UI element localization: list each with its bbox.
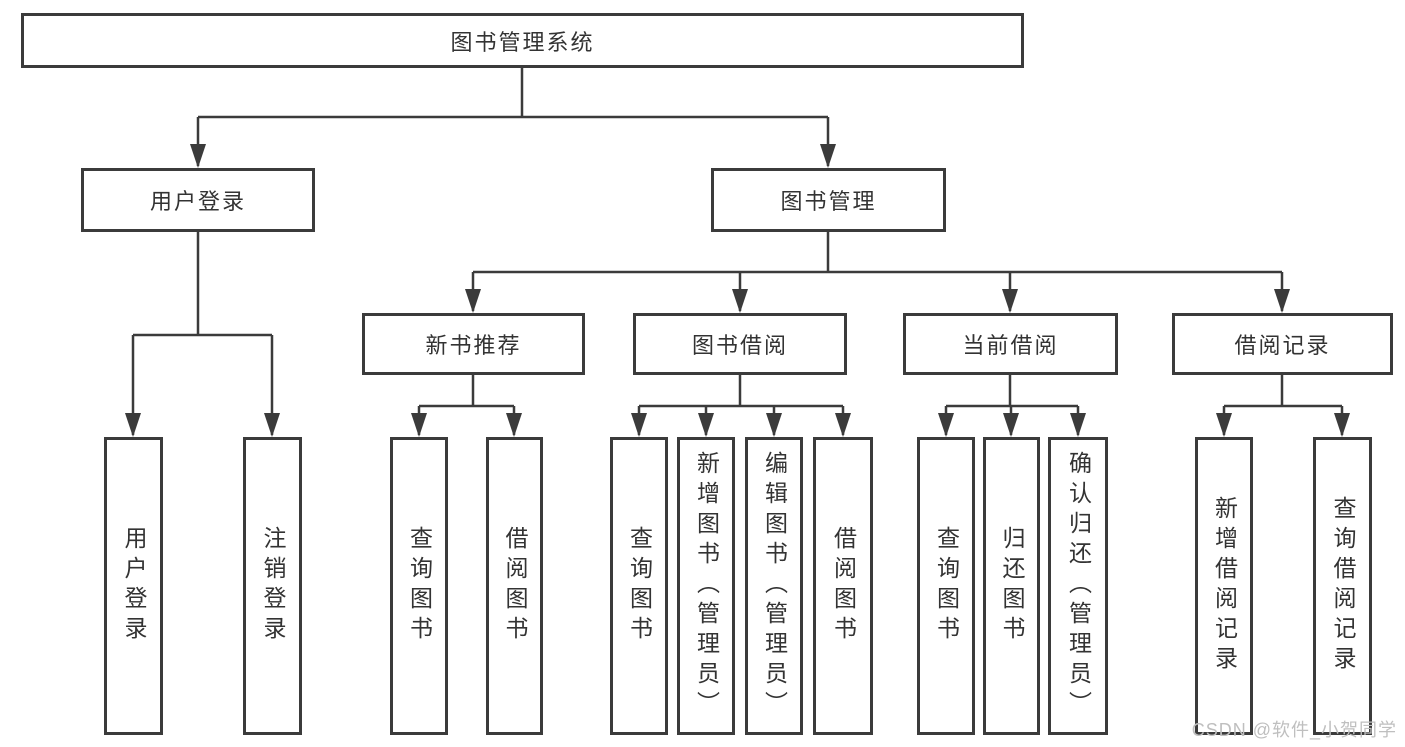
csdn-watermark: CSDN @软件_小贺同学 bbox=[1191, 720, 1397, 740]
node-label: 新增借阅记录 bbox=[1211, 496, 1238, 676]
node-label: 注销登录 bbox=[260, 526, 286, 646]
node-label: 编辑图书（管理员） bbox=[761, 451, 788, 721]
node-label: 查询图书 bbox=[626, 526, 653, 646]
node-label: 图书借阅 bbox=[691, 333, 788, 358]
node-label: 用户登录 bbox=[149, 189, 246, 214]
leaf-query-borrow-record: 查询借阅记录 bbox=[1313, 437, 1372, 735]
node-label: 借阅图书 bbox=[502, 526, 528, 646]
node-label: 借阅图书 bbox=[830, 526, 857, 646]
node-label: 查询借阅记录 bbox=[1330, 496, 1356, 676]
node-current-borrowing: 当前借阅 bbox=[903, 313, 1118, 375]
leaf-query-books-recommend: 查询图书 bbox=[390, 437, 448, 735]
leaf-user-login: 用户登录 bbox=[104, 437, 163, 735]
node-label: 新书推荐 bbox=[425, 333, 522, 358]
leaf-confirm-return-admin: 确认归还（管理员） bbox=[1048, 437, 1108, 735]
leaf-edit-books-admin: 编辑图书（管理员） bbox=[745, 437, 803, 735]
node-label: 查询图书 bbox=[933, 526, 960, 646]
node-label: 查询图书 bbox=[406, 526, 433, 646]
leaf-query-books-current: 查询图书 bbox=[917, 437, 975, 735]
leaf-borrow-books: 借阅图书 bbox=[813, 437, 873, 735]
leaf-logout: 注销登录 bbox=[243, 437, 302, 735]
node-label: 借阅记录 bbox=[1234, 333, 1331, 358]
node-label: 图书管理系统 bbox=[450, 29, 595, 55]
node-book-management: 图书管理 bbox=[711, 168, 946, 232]
node-borrowing-records: 借阅记录 bbox=[1172, 313, 1393, 375]
node-label: 新增图书（管理员） bbox=[693, 451, 720, 721]
node-label: 归还图书 bbox=[999, 526, 1025, 646]
node-label: 用户登录 bbox=[121, 526, 147, 646]
node-user-login: 用户登录 bbox=[81, 168, 315, 232]
node-book-borrowing: 图书借阅 bbox=[633, 313, 847, 375]
leaf-return-books: 归还图书 bbox=[983, 437, 1040, 735]
node-label: 当前借阅 bbox=[962, 333, 1059, 358]
node-library-management-system: 图书管理系统 bbox=[21, 13, 1024, 68]
node-label: 确认归还（管理员） bbox=[1065, 451, 1092, 721]
leaf-add-borrow-record: 新增借阅记录 bbox=[1195, 437, 1253, 735]
node-label: 图书管理 bbox=[780, 189, 877, 214]
node-new-book-recommend: 新书推荐 bbox=[362, 313, 585, 375]
leaf-borrow-books-recommend: 借阅图书 bbox=[486, 437, 543, 735]
leaf-add-books-admin: 新增图书（管理员） bbox=[677, 437, 735, 735]
leaf-query-books-borrowing: 查询图书 bbox=[610, 437, 668, 735]
